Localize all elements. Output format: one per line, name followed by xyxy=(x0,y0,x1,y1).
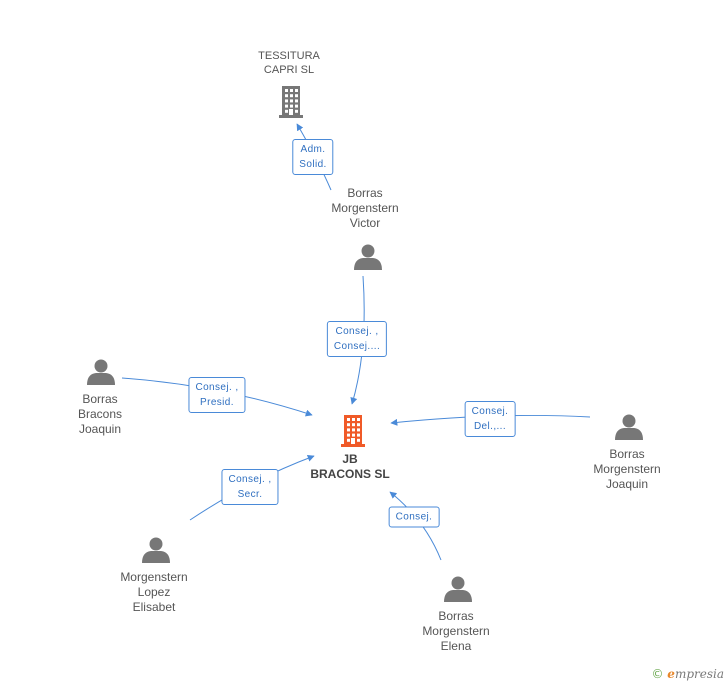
node-label-joaquin_b[interactable]: Borras Bracons Joaquin xyxy=(77,392,123,436)
edge-label-joaquin_b-to-jb[interactable]: Consej. , Presid. xyxy=(188,377,246,413)
node-label-tessitura[interactable]: TESSITURA CAPRI SL xyxy=(258,50,320,76)
edge-label-joaquin_m-to-jb[interactable]: Consej. Del.,... xyxy=(464,401,516,437)
elisabet-person-icon[interactable] xyxy=(142,537,170,564)
jb-building-icon[interactable] xyxy=(341,415,365,447)
joaquin_b-person-icon[interactable] xyxy=(87,359,115,386)
elena-person-icon[interactable] xyxy=(444,576,472,603)
victor-person-icon[interactable] xyxy=(354,244,382,271)
node-label-joaquin_m[interactable]: Borras Morgenstern Joaquin xyxy=(593,447,661,491)
empresia-logo-text: mpresia xyxy=(674,667,724,681)
node-label-elisabet[interactable]: Morgenstern Lopez Elisabet xyxy=(120,570,188,614)
node-label-elena[interactable]: Borras Morgenstern Elena xyxy=(422,609,490,653)
copyright-icon: © xyxy=(651,667,664,681)
edge-label-elena-to-jb[interactable]: Consej. xyxy=(388,506,440,528)
node-label-jb[interactable]: JB BRACONS SL xyxy=(310,452,390,481)
node-label-victor[interactable]: Borras Morgenstern Victor xyxy=(331,186,399,230)
empresia-watermark: © empresia xyxy=(651,667,724,681)
joaquin_m-person-icon[interactable] xyxy=(615,414,643,441)
tessitura-building-icon[interactable] xyxy=(279,86,303,118)
edge-label-victor-to-tessitura[interactable]: Adm. Solid. xyxy=(292,139,334,175)
edge-label-victor-to-jb[interactable]: Consej. , Consej.... xyxy=(326,321,388,357)
edge-label-elisabet-to-jb[interactable]: Consej. , Secr. xyxy=(221,469,279,505)
empresia-logo-initial: e xyxy=(667,667,675,681)
